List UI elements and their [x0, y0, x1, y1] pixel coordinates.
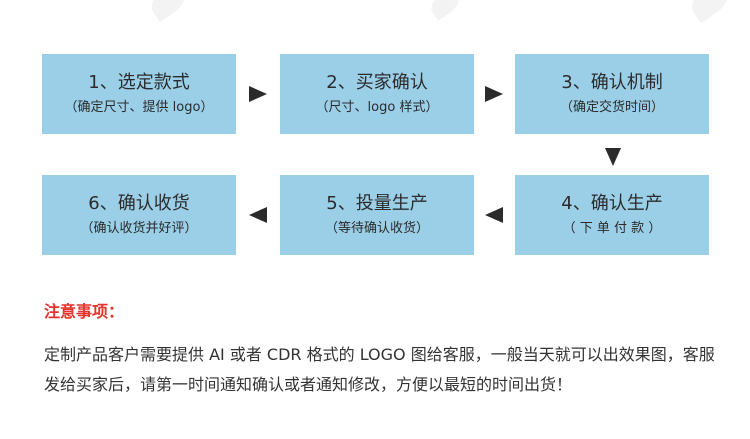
step-6-box: 6、确认收货 （确认收货并好评）: [42, 175, 236, 255]
arrow-right-icon: [485, 86, 503, 102]
step-5-title: 5、投量生产: [326, 193, 428, 214]
arrow-left-icon: [249, 207, 267, 223]
step-5-subtitle: （等待确认收货）: [324, 221, 429, 236]
step-6-subtitle: （确认收货并好评）: [80, 221, 198, 236]
step-3-box: 3、确认机制 （确定交货时间）: [515, 54, 709, 134]
step-4-subtitle: （ 下 单 付 款 ）: [562, 221, 662, 236]
arrow-right-icon: [249, 86, 267, 102]
step-5-box: 5、投量生产 （等待确认收货）: [280, 175, 474, 255]
step-2-box: 2、买家确认 （尺寸、logo 样式）: [280, 54, 474, 134]
step-2-title: 2、买家确认: [326, 72, 428, 93]
step-4-title: 4、确认生产: [561, 193, 663, 214]
step-4-box: 4、确认生产 （ 下 单 付 款 ）: [515, 175, 709, 255]
notice-text: 定制产品客户需要提供 AI 或者 CDR 格式的 LOGO 图给客服，一般当天就…: [44, 345, 715, 394]
background-leaf-decoration: [146, 0, 190, 23]
step-3-subtitle: （确定交货时间）: [559, 100, 664, 115]
notice-title: 注意事项：: [44, 302, 125, 321]
step-1-box: 1、选定款式 （确定尺寸、提供 logo）: [42, 54, 236, 134]
arrow-down-icon: [605, 148, 621, 166]
step-1-title: 1、选定款式: [88, 72, 190, 93]
step-3-title: 3、确认机制: [561, 72, 663, 93]
background-leaf-decoration: [686, 0, 734, 24]
step-6-title: 6、确认收货: [88, 193, 190, 214]
background-leaf-decoration: [426, 0, 464, 21]
step-2-subtitle: （尺寸、logo 样式）: [315, 100, 439, 115]
step-1-subtitle: （确定尺寸、提供 logo）: [64, 100, 214, 115]
arrow-left-icon: [485, 207, 503, 223]
